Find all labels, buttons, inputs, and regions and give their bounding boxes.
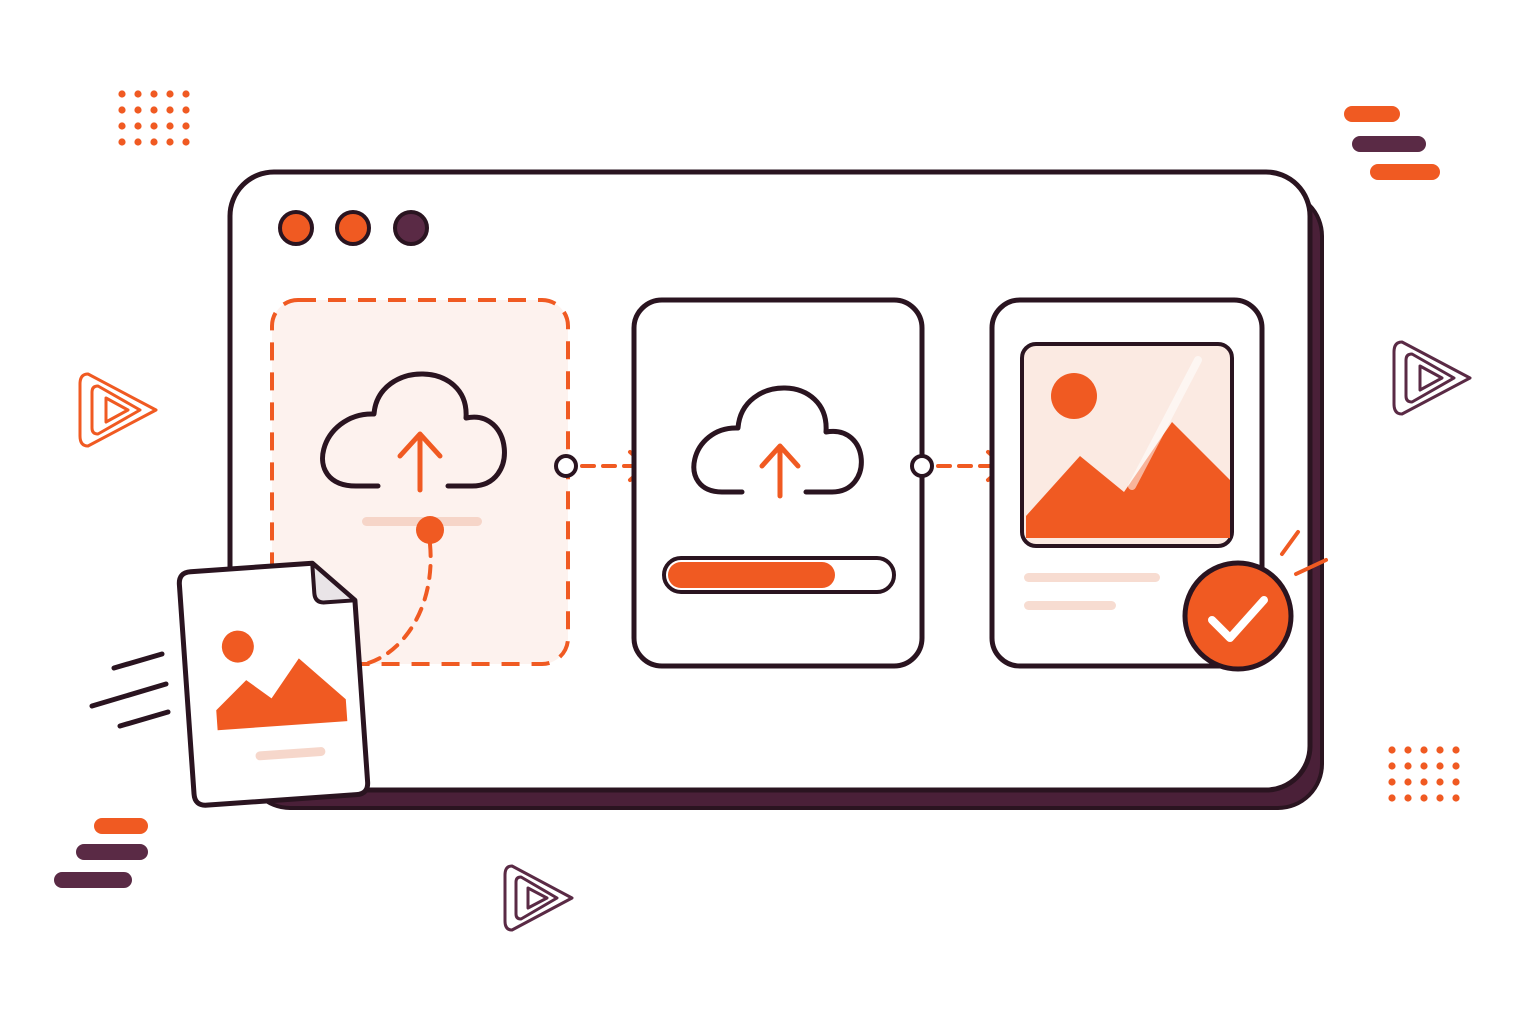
dot (150, 138, 158, 146)
image-icon (1020, 342, 1234, 548)
dot (1436, 778, 1444, 786)
cloud-upload-icon (691, 385, 864, 499)
dot (118, 90, 126, 98)
uploaded-placeholder-line (1024, 601, 1116, 610)
stripes-icon (1344, 106, 1440, 180)
dot (1452, 794, 1460, 802)
dot (134, 138, 142, 146)
dot (182, 90, 190, 98)
drag-path (354, 542, 433, 668)
cloud-upload-icon (320, 371, 507, 493)
dot (1420, 794, 1428, 802)
upload-progress-bar (662, 556, 896, 594)
check-icon (1182, 530, 1328, 672)
dot (166, 106, 174, 114)
dot (1388, 794, 1396, 802)
dot (182, 122, 190, 130)
speed-lines-icon (89, 651, 171, 729)
dot (1388, 778, 1396, 786)
dot (1452, 778, 1460, 786)
dot (1404, 762, 1412, 770)
stripes-icon (54, 818, 148, 888)
drop-target-dot (416, 516, 444, 544)
dot (1420, 762, 1428, 770)
dot (1420, 778, 1428, 786)
uploaded-placeholder-line (1024, 573, 1160, 582)
window-controls (278, 210, 429, 246)
dot (166, 138, 174, 146)
image-file-icon[interactable] (176, 560, 371, 808)
dot-grid-icon (118, 90, 190, 146)
uploaded-card (989, 297, 1265, 669)
dot (1404, 794, 1412, 802)
dot (150, 106, 158, 114)
dot (118, 138, 126, 146)
dot (118, 106, 126, 114)
dot (166, 122, 174, 130)
dot-grid-icon (1388, 746, 1460, 802)
window-control-dot[interactable] (393, 210, 429, 246)
dot (134, 122, 142, 130)
dot (1436, 746, 1444, 754)
dot (1452, 762, 1460, 770)
dot (166, 90, 174, 98)
drop-zone-card[interactable] (270, 298, 570, 668)
dot (1420, 746, 1428, 754)
dot (1404, 778, 1412, 786)
dot (182, 138, 190, 146)
window-control-dot[interactable] (278, 210, 314, 246)
dot (1452, 746, 1460, 754)
dot (150, 90, 158, 98)
dot (134, 90, 142, 98)
play-badge-icon (78, 372, 158, 448)
dot (134, 106, 142, 114)
dot (1436, 762, 1444, 770)
uploading-card (631, 297, 925, 669)
window-control-dot[interactable] (335, 210, 371, 246)
dot (1436, 794, 1444, 802)
dot (1388, 762, 1396, 770)
dot (182, 106, 190, 114)
play-badge-icon (1392, 340, 1472, 416)
dot (118, 122, 126, 130)
dot (1388, 746, 1396, 754)
play-badge-icon (503, 864, 574, 932)
dot (150, 122, 158, 130)
dot (1404, 746, 1412, 754)
